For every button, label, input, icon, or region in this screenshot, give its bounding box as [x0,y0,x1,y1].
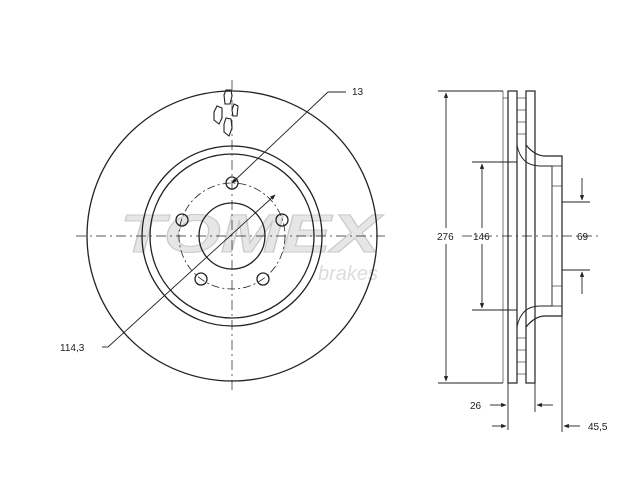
watermark-sub: brakes [318,263,378,285]
dim-total-height [492,316,580,432]
dim-thickness [490,383,553,430]
vent-slots [213,89,239,137]
label-hat-diameter: 146 [473,232,490,243]
leader-hole [231,91,346,184]
dim-hat-diameter [472,161,517,311]
bolt-hole-2 [275,213,289,227]
label-thickness: 26 [470,401,482,412]
label-total-height: 45,5 [588,422,608,433]
label-hole-diameter: 13 [352,87,364,98]
watermark-brand: TOMEX [120,204,384,264]
watermark: TOMEX brakes [120,204,385,286]
label-center-bore: 69 [577,232,589,243]
label-bolt-circle: 114,3 [60,343,85,354]
outer-friction-ring [507,90,518,384]
label-outer-diameter: 276 [437,232,454,243]
disc-side-view [502,90,563,384]
dim-center-bore [562,178,590,294]
bolt-hole-3 [256,272,270,286]
dim-outer-diameter [438,90,503,384]
inner-friction-ring [525,90,536,384]
bolt-hole-5 [175,213,189,227]
leader-bolt-circle [102,194,276,348]
bolt-hole-4 [194,272,208,286]
